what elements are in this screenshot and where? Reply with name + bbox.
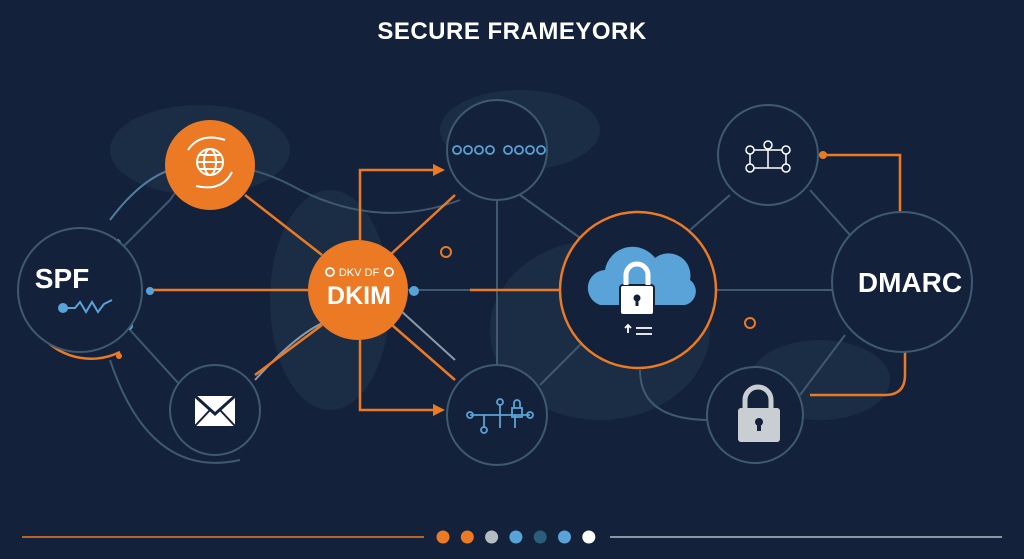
pager-dots <box>436 530 596 544</box>
cloud-lock-node[interactable] <box>558 210 718 370</box>
chain-node[interactable] <box>446 99 548 201</box>
dmarc-node[interactable]: DMARC <box>831 211 973 353</box>
pager-dot[interactable] <box>509 530 523 544</box>
pager-dot[interactable] <box>558 530 571 544</box>
dmarc-label: DMARC <box>858 267 962 298</box>
pager-dot[interactable] <box>582 530 596 544</box>
envelope-node[interactable] <box>169 364 261 456</box>
cloud-lock-icon <box>587 246 696 335</box>
spf-label: SPF <box>35 263 89 294</box>
network-icon <box>745 140 791 173</box>
dkim-sublabel: DKV DF <box>339 267 380 279</box>
padlock-node[interactable] <box>706 366 804 464</box>
pager-dot[interactable] <box>460 530 474 544</box>
dkim-node[interactable]: DKV DF DKIM <box>308 240 408 340</box>
envelope-icon <box>193 394 237 427</box>
padlock-icon <box>738 384 780 442</box>
page-title: SECURE FRAMEYORK <box>377 18 647 45</box>
circuit-node[interactable] <box>446 364 548 466</box>
globe-node[interactable] <box>165 120 255 210</box>
pager-dot[interactable] <box>485 530 499 544</box>
chain-icon <box>452 145 546 155</box>
arrowheads <box>433 151 827 416</box>
wave-icon <box>65 299 113 314</box>
network-node[interactable] <box>717 104 819 206</box>
dkim-label: DKIM <box>327 282 391 310</box>
circuit-lock-icon <box>466 398 534 434</box>
pager-dot[interactable] <box>533 530 547 544</box>
spf-node[interactable]: SPF <box>17 227 143 353</box>
globe-icon <box>187 136 233 189</box>
pager-dot[interactable] <box>436 530 450 544</box>
